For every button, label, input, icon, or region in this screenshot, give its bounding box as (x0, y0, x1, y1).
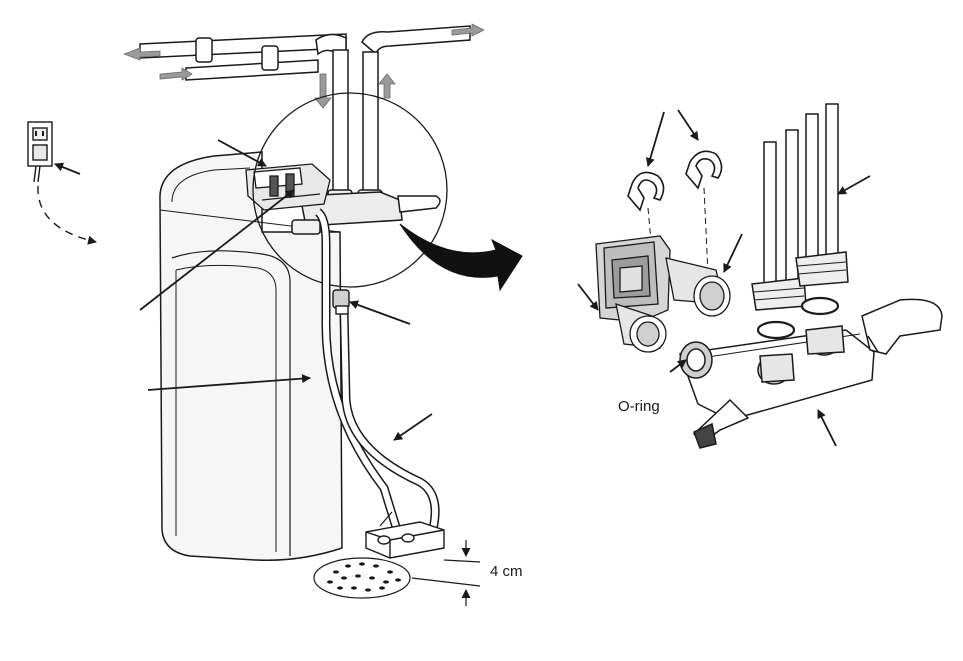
wall-outlet-icon (27, 121, 53, 183)
retaining-clip-icon (627, 150, 723, 212)
softener-cabinet (159, 151, 343, 561)
air-gap-label: 4 cm (490, 563, 523, 580)
air-gap-dimension (411, 540, 481, 606)
control-valve (245, 163, 331, 211)
detail-vertical-pipes (751, 103, 849, 340)
detail-magnifier-circle (252, 92, 448, 288)
detail-callout-arrow (399, 223, 523, 292)
drain-hose-holder (365, 521, 445, 559)
main-plumbing (139, 25, 471, 235)
left-pointer-arrows (139, 139, 433, 527)
detail-pointer-arrows (577, 109, 871, 447)
floor-drain-grate (313, 557, 411, 599)
outlet-pointer-arrow (54, 162, 81, 175)
clip-guide-dashed (647, 187, 709, 275)
valve-ports-detail (595, 235, 731, 353)
drain-elbow-fitting (332, 289, 350, 315)
bypass-valve-icon (678, 298, 943, 449)
brine-and-drain-hoses (314, 208, 440, 542)
power-cord-dashed (37, 185, 97, 245)
flow-direction-arrow-icon (122, 23, 485, 109)
o-ring-label: O-ring (618, 398, 660, 415)
